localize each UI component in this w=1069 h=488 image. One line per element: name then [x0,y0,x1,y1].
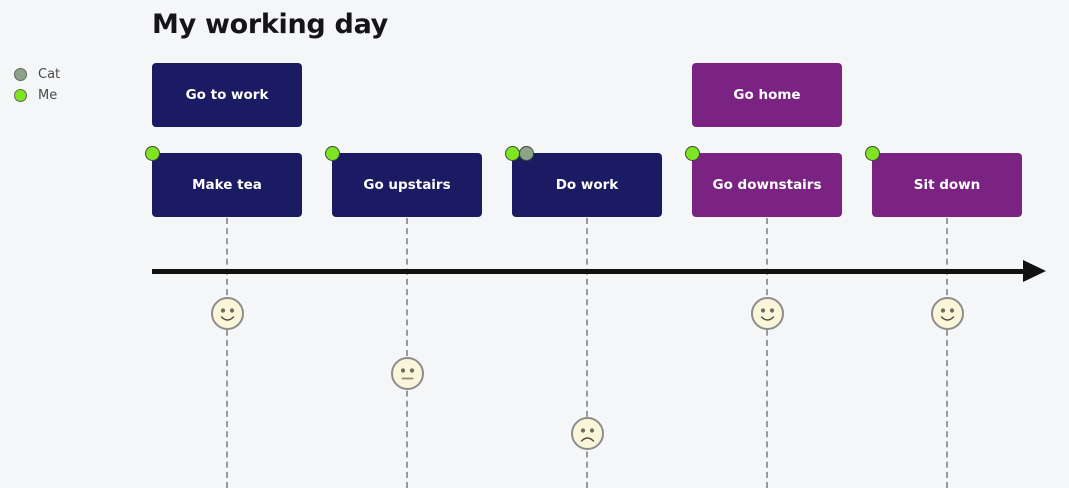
legend-item-me[interactable]: Me [14,85,60,106]
task-label: Go to work [185,87,269,103]
task-label: Make tea [192,177,262,193]
axis-arrow-icon [1023,260,1046,282]
actor-marker-cat[interactable] [519,146,534,161]
legend-item-cat[interactable]: Cat [14,64,60,85]
axis-line [152,269,1026,274]
task-box[interactable]: Go upstairs [332,153,482,217]
connector-line-0 [226,218,228,488]
legend-item-label: Cat [38,67,61,82]
task-label: Go downstairs [712,177,822,193]
mood-face-happy [211,297,244,330]
actor-marker-me[interactable] [685,146,700,161]
mood-face-sad [571,417,604,450]
legend-item-label: Me [38,88,58,103]
legend-swatch-icon [14,68,27,81]
task-box[interactable]: Go to work [152,63,302,127]
connector-line-3 [766,218,768,488]
page-title: My working day [152,9,388,40]
actor-marker-me[interactable] [325,146,340,161]
mood-face-happy [931,297,964,330]
task-box[interactable]: Do work [512,153,662,217]
legend-swatch-icon [14,89,27,102]
task-box[interactable]: Sit down [872,153,1022,217]
task-label: Do work [555,177,619,193]
mood-face-neutral [391,357,424,390]
task-label: Go home [733,87,801,103]
actor-marker-me[interactable] [865,146,880,161]
actor-marker-me[interactable] [145,146,160,161]
task-label: Sit down [913,177,981,193]
actor-marker-me[interactable] [505,146,520,161]
task-box[interactable]: Go home [692,63,842,127]
mood-face-happy [751,297,784,330]
connector-line-4 [946,218,948,488]
task-box[interactable]: Make tea [152,153,302,217]
connector-line-1 [406,218,408,488]
connector-line-2 [586,218,588,488]
task-box[interactable]: Go downstairs [692,153,842,217]
task-label: Go upstairs [363,177,451,193]
